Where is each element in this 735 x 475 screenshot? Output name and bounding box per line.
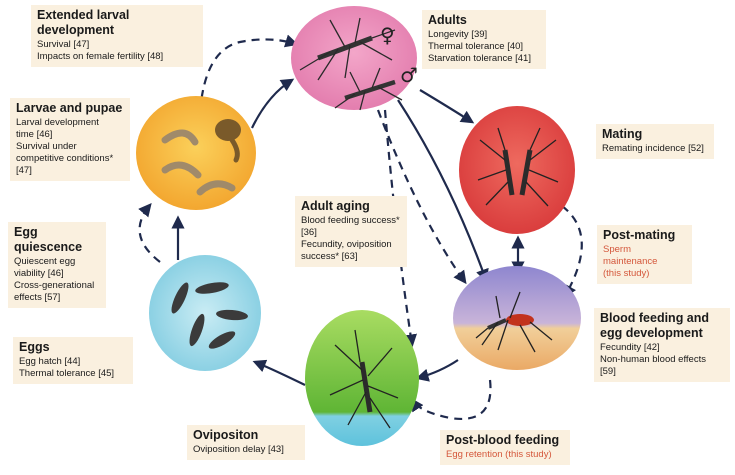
arrow-oviposition-to-eggs [252, 359, 306, 386]
arrow-larvae-to-adults [251, 78, 295, 129]
adults-line-2: Thermal tolerance [40] [428, 41, 524, 52]
arrow-adult-aging-bloodfeeding [376, 109, 467, 285]
larvae-pupae-line-1: Larval development time [46] [16, 117, 99, 140]
oviposition-title: Ovipositon [193, 428, 259, 442]
larvae-pupae-title: Larvae and pupae [16, 101, 123, 115]
cycle-arrows [171, 78, 525, 386]
egg-quiescence-line-2: Cross-generational effects [57] [14, 280, 95, 303]
mating-circle [459, 106, 575, 234]
adult-aging-box: Adult aging Blood feeding success* [36] … [295, 196, 407, 267]
egg-quiescence-line-1: Quiescent egg viability [46] [14, 256, 76, 279]
adult-aging-title: Adult aging [301, 199, 370, 213]
blood-feeding-title: Blood feeding and egg development [600, 311, 710, 340]
mating-title: Mating [602, 127, 643, 141]
post-blood-line-1: Egg retention (this study) [446, 449, 552, 460]
larvae-pupae-line-2: Survival under competitive conditions* [… [16, 141, 114, 176]
eggs-line-1: Egg hatch [44] [19, 356, 81, 367]
larvae-pupae-icon [161, 119, 241, 196]
mating-line-1: Remating incidence [52] [602, 143, 704, 154]
arrow-bloodfeeding-to-oviposition [415, 359, 459, 382]
blood-feeding-box: Blood feeding and egg development Fecund… [594, 308, 730, 382]
larvae-pupae-box: Larvae and pupae Larval development time… [10, 98, 130, 181]
ovipositing-mosquito-icon [329, 329, 399, 429]
post-mating-line-1: Sperm maintenance (this study) [603, 244, 658, 279]
arrow-egg-quiescence [138, 202, 161, 263]
arrow-extended-larval [198, 34, 299, 113]
extended-larval-title: Extended larval development [37, 8, 130, 37]
adults-line-1: Longevity [39] [428, 29, 488, 40]
arrow-post-mating [561, 205, 583, 299]
adult-aging-line-2: Fecundity, oviposition success* [63] [301, 239, 392, 262]
oviposition-line-1: Oviposition delay [43] [193, 444, 284, 455]
post-blood-title: Post-blood feeding [446, 433, 560, 447]
oviposition-box: Ovipositon Oviposition delay [43] [187, 425, 305, 460]
male-symbol: ♂ [400, 63, 418, 87]
extended-larval-line-2: Impacts on female fertility [48] [37, 51, 164, 62]
mating-mosquitoes-icon [477, 127, 559, 207]
female-symbol: ♀ [380, 23, 395, 47]
arrow-post-blood-feeding [410, 379, 492, 421]
mosquito-male-icon [334, 67, 403, 111]
mating-box: Mating Remating incidence [52] [596, 124, 714, 159]
eggs-circle [149, 255, 261, 371]
extended-larval-box: Extended larval development Survival [47… [31, 5, 203, 67]
blood-feeding-line-1: Fecundity [42] [600, 342, 660, 353]
adults-line-3: Starvation tolerance [41] [428, 53, 531, 64]
feeding-mosquito-icon [475, 291, 553, 353]
adult-aging-line-1: Blood feeding success* [36] [301, 215, 400, 238]
blood-feeding-line-2: Non-human blood effects [59] [600, 354, 706, 377]
mosquito-female-icon [299, 17, 396, 81]
adults-title: Adults [428, 13, 467, 27]
egg-quiescence-title: Egg quiescence [14, 225, 83, 254]
post-blood-box: Post-blood feeding Egg retention (this s… [440, 430, 570, 465]
oviposition-circle [305, 310, 419, 446]
arrow-adults-to-mating [419, 89, 475, 124]
arrow-adults-to-bloodfeeding [397, 99, 489, 283]
eggs-box: Eggs Egg hatch [44] Thermal tolerance [4… [13, 337, 133, 384]
eggs-icon [171, 282, 248, 349]
adults-box: Adults Longevity [39] Thermal tolerance … [422, 10, 546, 69]
post-mating-title: Post-mating [603, 228, 676, 242]
extended-larval-line-1: Survival [47] [37, 39, 90, 50]
eggs-line-2: Thermal tolerance [45] [19, 368, 115, 379]
eggs-title: Eggs [19, 340, 50, 354]
post-mating-box: Post-mating Sperm maintenance (this stud… [597, 225, 692, 284]
egg-quiescence-box: Egg quiescence Quiescent egg viability [… [8, 222, 106, 308]
